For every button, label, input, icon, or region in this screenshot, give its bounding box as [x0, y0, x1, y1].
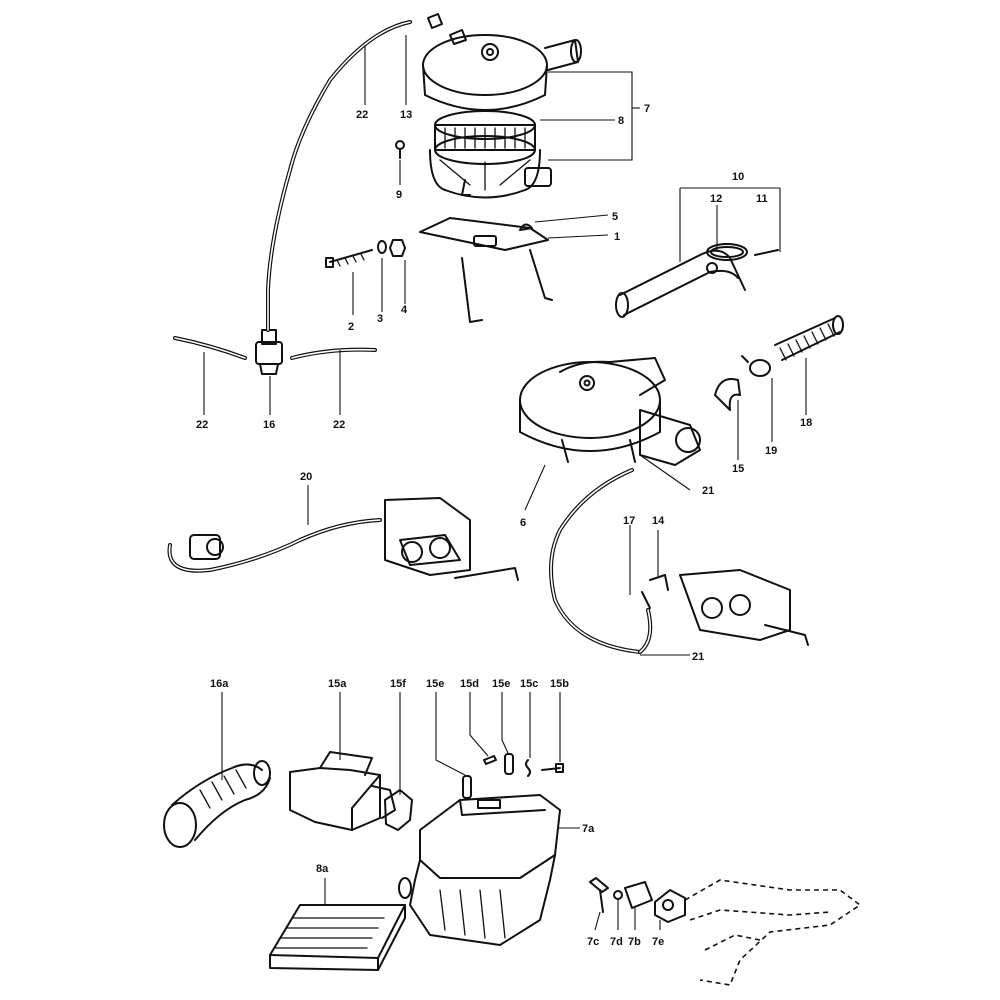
mounting-parts-7b-7e [589, 877, 686, 923]
callout-7a: 7a [582, 823, 595, 835]
air-flow-meter-part-15a [289, 751, 396, 831]
callout-1: 1 [614, 231, 620, 243]
callout-7b: 7b [628, 936, 641, 948]
filter-element-part-8a [269, 904, 406, 971]
callout-15d: 15d [460, 678, 479, 690]
callout-19: 19 [765, 445, 777, 457]
callout-7d: 7d [610, 936, 623, 948]
callout-14: 14 [652, 515, 665, 527]
air-cleaner-housing-part-6 [519, 357, 701, 466]
cap-part-5 [519, 223, 533, 231]
callout-7c: 7c [587, 936, 599, 948]
air-cleaner-housing-part-7a [398, 794, 561, 946]
callout-22-right: 22 [333, 419, 345, 431]
callout-2: 2 [348, 321, 354, 333]
vacuum-hose-part-22 [173, 20, 412, 360]
callout-22-top: 22 [356, 109, 368, 121]
callout-8: 8 [618, 115, 624, 127]
callout-13: 13 [400, 109, 412, 121]
callout-4: 4 [401, 304, 408, 316]
callout-6: 6 [520, 517, 526, 529]
leader-lines [203, 35, 807, 931]
bellows-hose-part-16a [163, 760, 271, 848]
callout-15b: 15b [550, 678, 569, 690]
callout-15a: 15a [328, 678, 347, 690]
callout-15c: 15c [520, 678, 538, 690]
throttle-body-assembly-right [549, 468, 809, 654]
elbow-part-15 [714, 378, 741, 411]
callout-21-lower: 21 [692, 651, 704, 663]
bolt-part-9 [395, 140, 405, 159]
callout-7e: 7e [652, 936, 664, 948]
callout-21-upper: 21 [702, 485, 714, 497]
bracket-outline-dashed [684, 879, 862, 986]
clamp-part-19 [741, 355, 771, 377]
callout-9: 9 [396, 189, 402, 201]
callout-15e-second: 15e [492, 678, 510, 690]
callout-3: 3 [377, 313, 383, 325]
gasket-part-15f [384, 789, 413, 831]
callout-22-left: 22 [196, 419, 208, 431]
valve-part-16 [255, 329, 283, 375]
callout-17: 17 [623, 515, 635, 527]
callout-8a: 8a [316, 863, 329, 875]
callout-18: 18 [800, 417, 812, 429]
throttle-body-assembly-left [167, 497, 519, 581]
callout-15: 15 [732, 463, 744, 475]
callout-15e-first: 15e [426, 678, 444, 690]
bracket-assembly [325, 217, 553, 323]
callout-12: 12 [710, 193, 722, 205]
fitting-part-13 [427, 13, 443, 29]
air-cleaner-assembly [422, 29, 582, 199]
callout-7: 7 [644, 103, 650, 115]
callout-labels: 1 2 3 4 5 6 7 8 9 10 11 12 13 14 15 16 1… [196, 103, 812, 948]
callout-15f: 15f [390, 678, 406, 690]
callout-16: 16 [263, 419, 275, 431]
intake-tube-assembly [615, 243, 779, 318]
callout-11: 11 [756, 193, 768, 205]
callout-20: 20 [300, 471, 312, 483]
corrugated-hose-part-18 [774, 315, 844, 361]
callout-5: 5 [612, 211, 618, 223]
small-parts-15b-15e [462, 753, 564, 799]
callout-10: 10 [732, 171, 744, 183]
callout-16a: 16a [210, 678, 229, 690]
